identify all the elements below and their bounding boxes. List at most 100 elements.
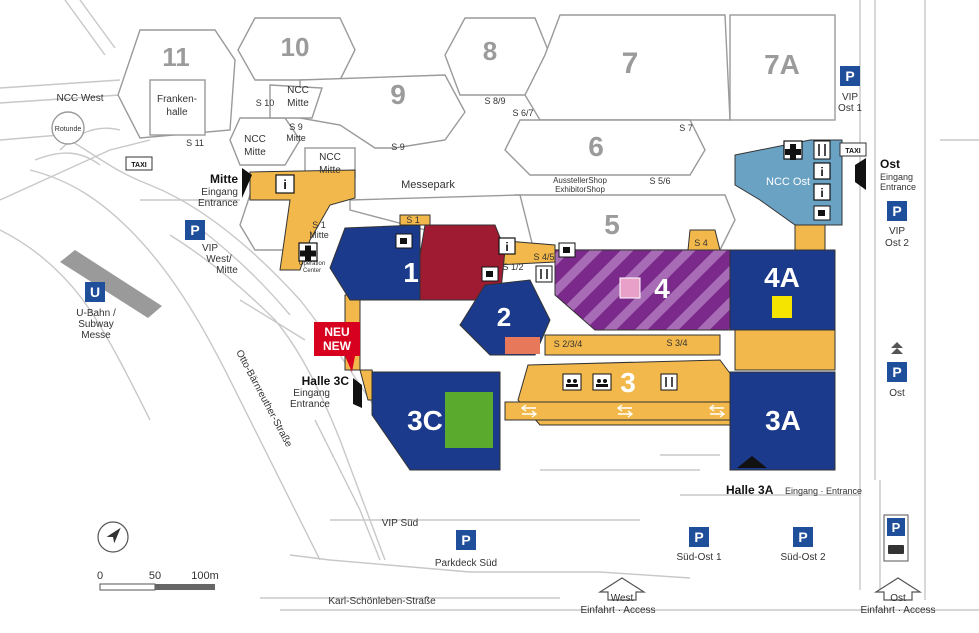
info-icon-mitte: i xyxy=(275,174,295,194)
info-icon-hall1: i xyxy=(498,237,516,255)
passage-s1: S 1 xyxy=(406,215,420,225)
hall-10-label: 10 xyxy=(281,32,310,62)
hall-5-label: 5 xyxy=(604,209,620,240)
otto-street-label: Otto-Bärnreuther-Straße xyxy=(233,348,294,449)
frankenhalle-outline xyxy=(149,79,206,136)
parking-icon-vip-west: P xyxy=(185,220,205,240)
svg-text:P: P xyxy=(694,529,703,545)
messepark-label: Messepark xyxy=(401,179,455,191)
parking-icon-sued-ost-1: P xyxy=(689,527,709,547)
hall-7a-outline xyxy=(729,14,836,121)
frankenhalle-label-2: halle xyxy=(166,107,188,118)
passage-labels: S 10 S 11 S 9 Mitte S 9 S 8/9 S 6/7 S 7 … xyxy=(186,96,708,349)
restaurant-icon-s45 xyxy=(535,265,553,283)
parkdeck-sued-label: Parkdeck Süd xyxy=(435,558,497,569)
vip-ost1-label-1: VIP xyxy=(842,92,858,103)
passage-s234: S 2/3/4 xyxy=(554,339,583,349)
vip-ost2-label-2: Ost 2 xyxy=(885,238,909,249)
info-icon-ncc-ost-2: i xyxy=(813,183,831,201)
direction-arrows xyxy=(520,404,726,418)
passage-s56: S 5/6 xyxy=(649,176,670,186)
passage-s9: S 9 xyxy=(391,142,405,152)
hall-3-label: 3 xyxy=(620,367,636,398)
svg-text:P: P xyxy=(461,532,470,548)
passage-s12: S 1/2 xyxy=(502,262,523,272)
ubahn-label-1: U-Bahn / xyxy=(76,308,116,319)
passage-s34: S 3/4 xyxy=(666,338,687,348)
hall-4-highlight xyxy=(619,277,641,299)
svg-text:P: P xyxy=(892,520,901,535)
ubahn-label-2: Subway xyxy=(78,319,114,330)
ost-parking-label: Ost xyxy=(889,388,905,399)
parking-icon-vip-ost1: P xyxy=(840,66,860,86)
hall-2[interactable] xyxy=(459,279,551,356)
new-badge-line2: NEW xyxy=(323,339,352,353)
first-aid-icon-ncc-ost xyxy=(783,140,803,160)
halle3c-entrance-title: Halle 3C xyxy=(302,374,350,388)
mitte-entrance-de: Eingang xyxy=(201,187,238,198)
subway-icon: U xyxy=(85,282,105,302)
operation-label-1: Operation xyxy=(299,261,325,267)
svg-text:P: P xyxy=(892,364,901,380)
scale-bar: 0 50 100m xyxy=(97,570,219,591)
passage-s9mitte-1: S 9 xyxy=(289,122,303,132)
passage-s1mitte-1: S 1 xyxy=(312,220,326,230)
passage-s4: S 4 xyxy=(694,238,708,248)
halle3a-entrance-arrow xyxy=(737,456,767,468)
taxi-icon-ost: TAXI xyxy=(839,142,867,157)
passage-s1mitte-2: Mitte xyxy=(309,230,329,240)
shop-label-1: AusstellerShop xyxy=(553,176,607,185)
passage-s89: S 8/9 xyxy=(484,96,505,106)
hall-3a[interactable] xyxy=(729,371,836,471)
new-badge: NEU NEW xyxy=(314,322,360,372)
west-access-label-2: Einfahrt · Access xyxy=(580,605,655,616)
hall-2-label: 2 xyxy=(497,302,511,332)
svg-text:i: i xyxy=(283,177,287,192)
coffee-icon-hall2 xyxy=(481,266,499,282)
sued-ost-1-label: Süd-Ost 1 xyxy=(676,552,721,563)
hall-7-label: 7 xyxy=(622,47,639,80)
hall-4a-label: 4A xyxy=(764,262,800,293)
hall-4-label: 4 xyxy=(654,273,670,304)
halle3a-entrance-title: Halle 3A xyxy=(726,483,774,497)
lounge-icon-hall3-a xyxy=(562,373,582,391)
passage-s10: S 10 xyxy=(256,98,275,108)
mitte-entrance-title: Mitte xyxy=(210,172,238,186)
vip-sued-label: VIP Süd xyxy=(382,518,419,529)
rotunde-circle xyxy=(51,111,85,145)
parking-icon-sued-ost-2: P xyxy=(793,527,813,547)
coffee-icon-s45 xyxy=(558,242,576,258)
hall-6-outline xyxy=(504,119,706,176)
hall-8-label: 8 xyxy=(483,36,497,66)
svg-text:P: P xyxy=(892,203,901,219)
restaurant-icon-hall3 xyxy=(660,373,678,391)
first-aid-icon-mitte xyxy=(298,242,318,262)
mitte-entrance-en: Entrance xyxy=(198,198,238,209)
vip-west-label-2: West/ xyxy=(206,254,232,265)
hall-9-outline xyxy=(299,74,466,149)
ost-entrance-en: Entrance xyxy=(880,182,916,192)
svg-text:P: P xyxy=(190,222,199,238)
mitte-entrance-arrow xyxy=(242,168,252,198)
svg-text:i: i xyxy=(820,186,823,200)
corridor-4a-3a xyxy=(734,329,836,371)
north-halls xyxy=(117,14,836,256)
ncc-mitte-a-label-2: Mitte xyxy=(244,147,266,158)
hall-11-label: 11 xyxy=(162,42,190,72)
sued-ost-2-label: Süd-Ost 2 xyxy=(780,552,825,563)
halle3c-entrance-en: Entrance xyxy=(290,399,330,410)
hall-4[interactable] xyxy=(554,249,731,331)
rotunde-label: Rotunde xyxy=(55,126,82,133)
ncc-ost[interactable] xyxy=(734,139,843,226)
parking-icon-parkdeck: P xyxy=(456,530,476,550)
ost-entrance-title: Ost xyxy=(880,157,900,171)
svg-text:TAXI: TAXI xyxy=(131,162,146,169)
scale-label-0: 0 xyxy=(97,570,103,582)
scale-label-100: 100m xyxy=(191,570,219,582)
ncc-mitte-b-label-2: Mitte xyxy=(287,98,309,109)
parking-icon-vip-ost2: P xyxy=(887,201,907,221)
hall-4a[interactable] xyxy=(729,249,836,331)
ncc-mitte-c-label-2: Mitte xyxy=(319,165,341,176)
karl-street-label: Karl-Schönleben-Straße xyxy=(328,596,436,607)
